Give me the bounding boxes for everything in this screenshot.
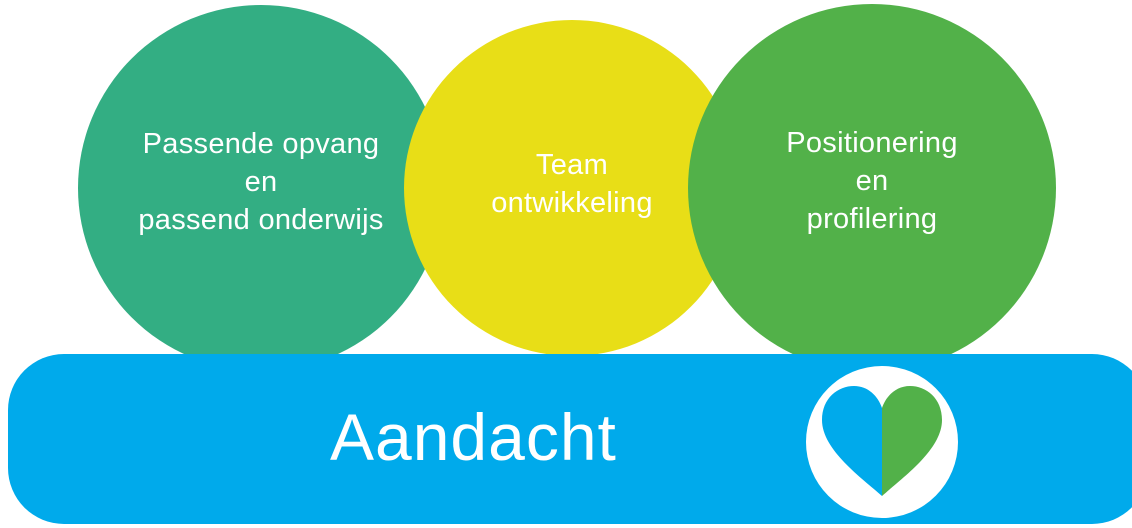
circle-1-line-2: en xyxy=(244,166,278,198)
circle-1-line-3: passend onderwijs xyxy=(138,204,384,236)
circle-3-line-3: profilering xyxy=(806,203,938,235)
banner-title: Aandacht xyxy=(330,400,617,474)
circle-3-line-1: Positionering xyxy=(786,127,958,159)
circle-2-line-1: Team xyxy=(535,149,609,181)
circle-label-passende-opvang: Passende opvang en passend onderwijs xyxy=(138,125,383,239)
circle-label-positionering: Positionering en profilering xyxy=(786,124,958,238)
circle-team-ontwikkeling: Team ontwikkeling xyxy=(404,20,740,356)
circle-2-line-2: ontwikkeling xyxy=(491,187,653,219)
circle-3-line-2: en xyxy=(855,165,889,197)
circle-positionering: Positionering en profilering xyxy=(688,4,1056,372)
circle-passende-opvang: Passende opvang en passend onderwijs xyxy=(78,5,444,371)
circle-1-line-1: Passende opvang xyxy=(142,128,380,160)
heart-icon xyxy=(806,366,958,518)
circle-label-team-ontwikkeling: Team ontwikkeling xyxy=(491,146,653,222)
